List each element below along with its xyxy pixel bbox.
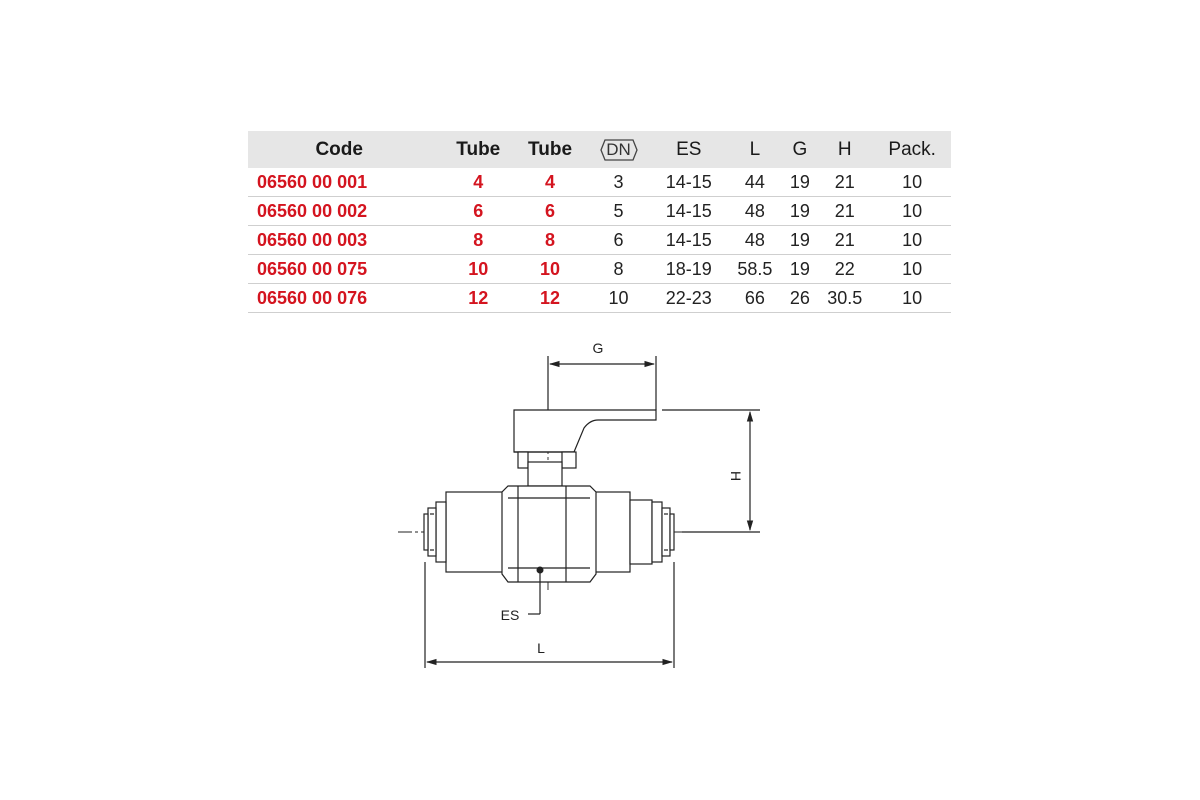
header-g: G [783,131,817,168]
cell-tube: 4 [514,168,586,197]
cell-tube: 6 [514,196,586,226]
cell-h: 22 [816,254,874,284]
cell-tube: 6 [442,196,515,226]
cell-tube: 12 [514,283,586,313]
cell-dn: 6 [585,225,652,255]
cell-tube: 10 [514,254,586,284]
label-h: H [728,471,744,481]
cell-l: 58.5 [726,254,784,284]
es-marker-dot [536,566,544,574]
cell-pack: 10 [873,196,951,226]
cell-pack: 10 [873,168,951,197]
label-l: L [537,640,545,656]
header-tube-2: Tube [514,131,586,168]
cell-tube: 8 [442,225,515,255]
cell-h: 30.5 [816,283,874,313]
cell-g: 19 [783,225,817,255]
header-pack: Pack. [873,131,951,168]
spec-table: Code Tube Tube DN ES L G H Pack. 06560 0… [248,131,951,313]
cell-tube: 4 [442,168,515,197]
cell-dn: 3 [585,168,652,197]
label-es: ES [501,607,520,623]
cell-tube: 8 [514,225,586,255]
cell-g: 19 [783,168,817,197]
cell-tube: 10 [442,254,515,284]
cell-dn: 10 [585,283,652,313]
cell-es: 18-19 [651,254,727,284]
es-leader [528,572,541,615]
cell-es: 14-15 [651,168,727,197]
cell-dn: 8 [585,254,652,284]
table-row: 06560 00 075 10 10 8 18-19 58.5 19 22 10 [248,254,951,284]
header-tube-1: Tube [442,131,515,168]
header-dn: DN [585,131,652,168]
cell-dn: 5 [585,196,652,226]
cell-l: 48 [726,196,784,226]
dimension-h [662,409,760,533]
cell-pack: 10 [873,254,951,284]
table-row: 06560 00 001 4 4 3 14-15 44 19 21 10 [248,168,951,197]
cell-es: 22-23 [651,283,727,313]
cell-h: 21 [816,196,874,226]
cell-l: 66 [726,283,784,313]
cell-g: 19 [783,254,817,284]
cell-tube: 12 [442,283,515,313]
cell-h: 21 [816,225,874,255]
table-header-row: Code Tube Tube DN ES L G H Pack. [248,131,951,168]
table-row: 06560 00 002 6 6 5 14-15 48 19 21 10 [248,196,951,226]
right-fitting [651,501,675,563]
cell-code: 06560 00 075 [248,254,443,284]
cell-code: 06560 00 003 [248,225,443,255]
cell-pack: 10 [873,283,951,313]
left-fitting [423,501,447,563]
table-row: 06560 00 076 12 12 10 22-23 66 26 30.5 1… [248,283,951,313]
drawing-labels: G H ES L [501,340,744,656]
dimension-l [424,562,675,668]
cell-pack: 10 [873,225,951,255]
header-es: ES [651,131,727,168]
cell-g: 26 [783,283,817,313]
header-l: L [726,131,784,168]
cell-code: 06560 00 002 [248,196,443,226]
dn-symbol-icon: DN [599,137,639,163]
table-row: 06560 00 003 8 8 6 14-15 48 19 21 10 [248,225,951,255]
dn-label: DN [606,139,631,159]
handle-lever [513,409,657,487]
header-code: Code [248,131,443,168]
header-h: H [816,131,874,168]
cell-h: 21 [816,168,874,197]
cell-l: 44 [726,168,784,197]
cell-code: 06560 00 076 [248,283,443,313]
valve-body [445,485,653,583]
label-g: G [593,340,604,356]
cell-l: 48 [726,225,784,255]
cell-es: 14-15 [651,225,727,255]
cell-es: 14-15 [651,196,727,226]
cell-code: 06560 00 001 [248,168,443,197]
cell-g: 19 [783,196,817,226]
